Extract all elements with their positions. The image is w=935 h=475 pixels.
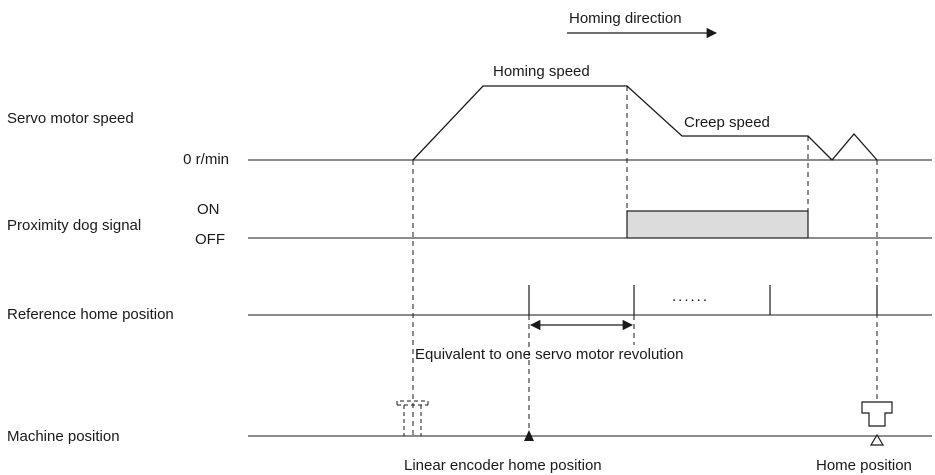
- speed-profile: [412, 85, 878, 161]
- creep-speed-label: Creep speed: [684, 114, 770, 131]
- dog-on-label: ON: [197, 201, 220, 218]
- dog-on-pulse: [626, 210, 809, 239]
- home-position-label: Home position: [816, 457, 912, 474]
- continuation-dots: ......: [672, 288, 709, 305]
- homing-speed-label: Homing speed: [493, 63, 590, 80]
- start-machine-icon: [396, 400, 429, 436]
- dog-off-label: OFF: [195, 231, 225, 248]
- homing-direction-label: Homing direction: [569, 10, 682, 27]
- reference-home-label: Reference home position: [7, 306, 174, 323]
- proximity-dog-label: Proximity dog signal: [7, 217, 141, 234]
- revolution-label: Equivalent to one servo motor revolution: [415, 346, 683, 363]
- machine-position-label: Machine position: [7, 428, 120, 445]
- home-position-marker-icon: [869, 433, 885, 446]
- servo-motor-speed-label: Servo motor speed: [7, 110, 134, 127]
- home-machine-icon: [861, 401, 893, 427]
- zero-speed-label: 0 r/min: [183, 151, 229, 168]
- encoder-home-marker-icon: [524, 430, 534, 441]
- linear-encoder-home-label: Linear encoder home position: [404, 457, 602, 474]
